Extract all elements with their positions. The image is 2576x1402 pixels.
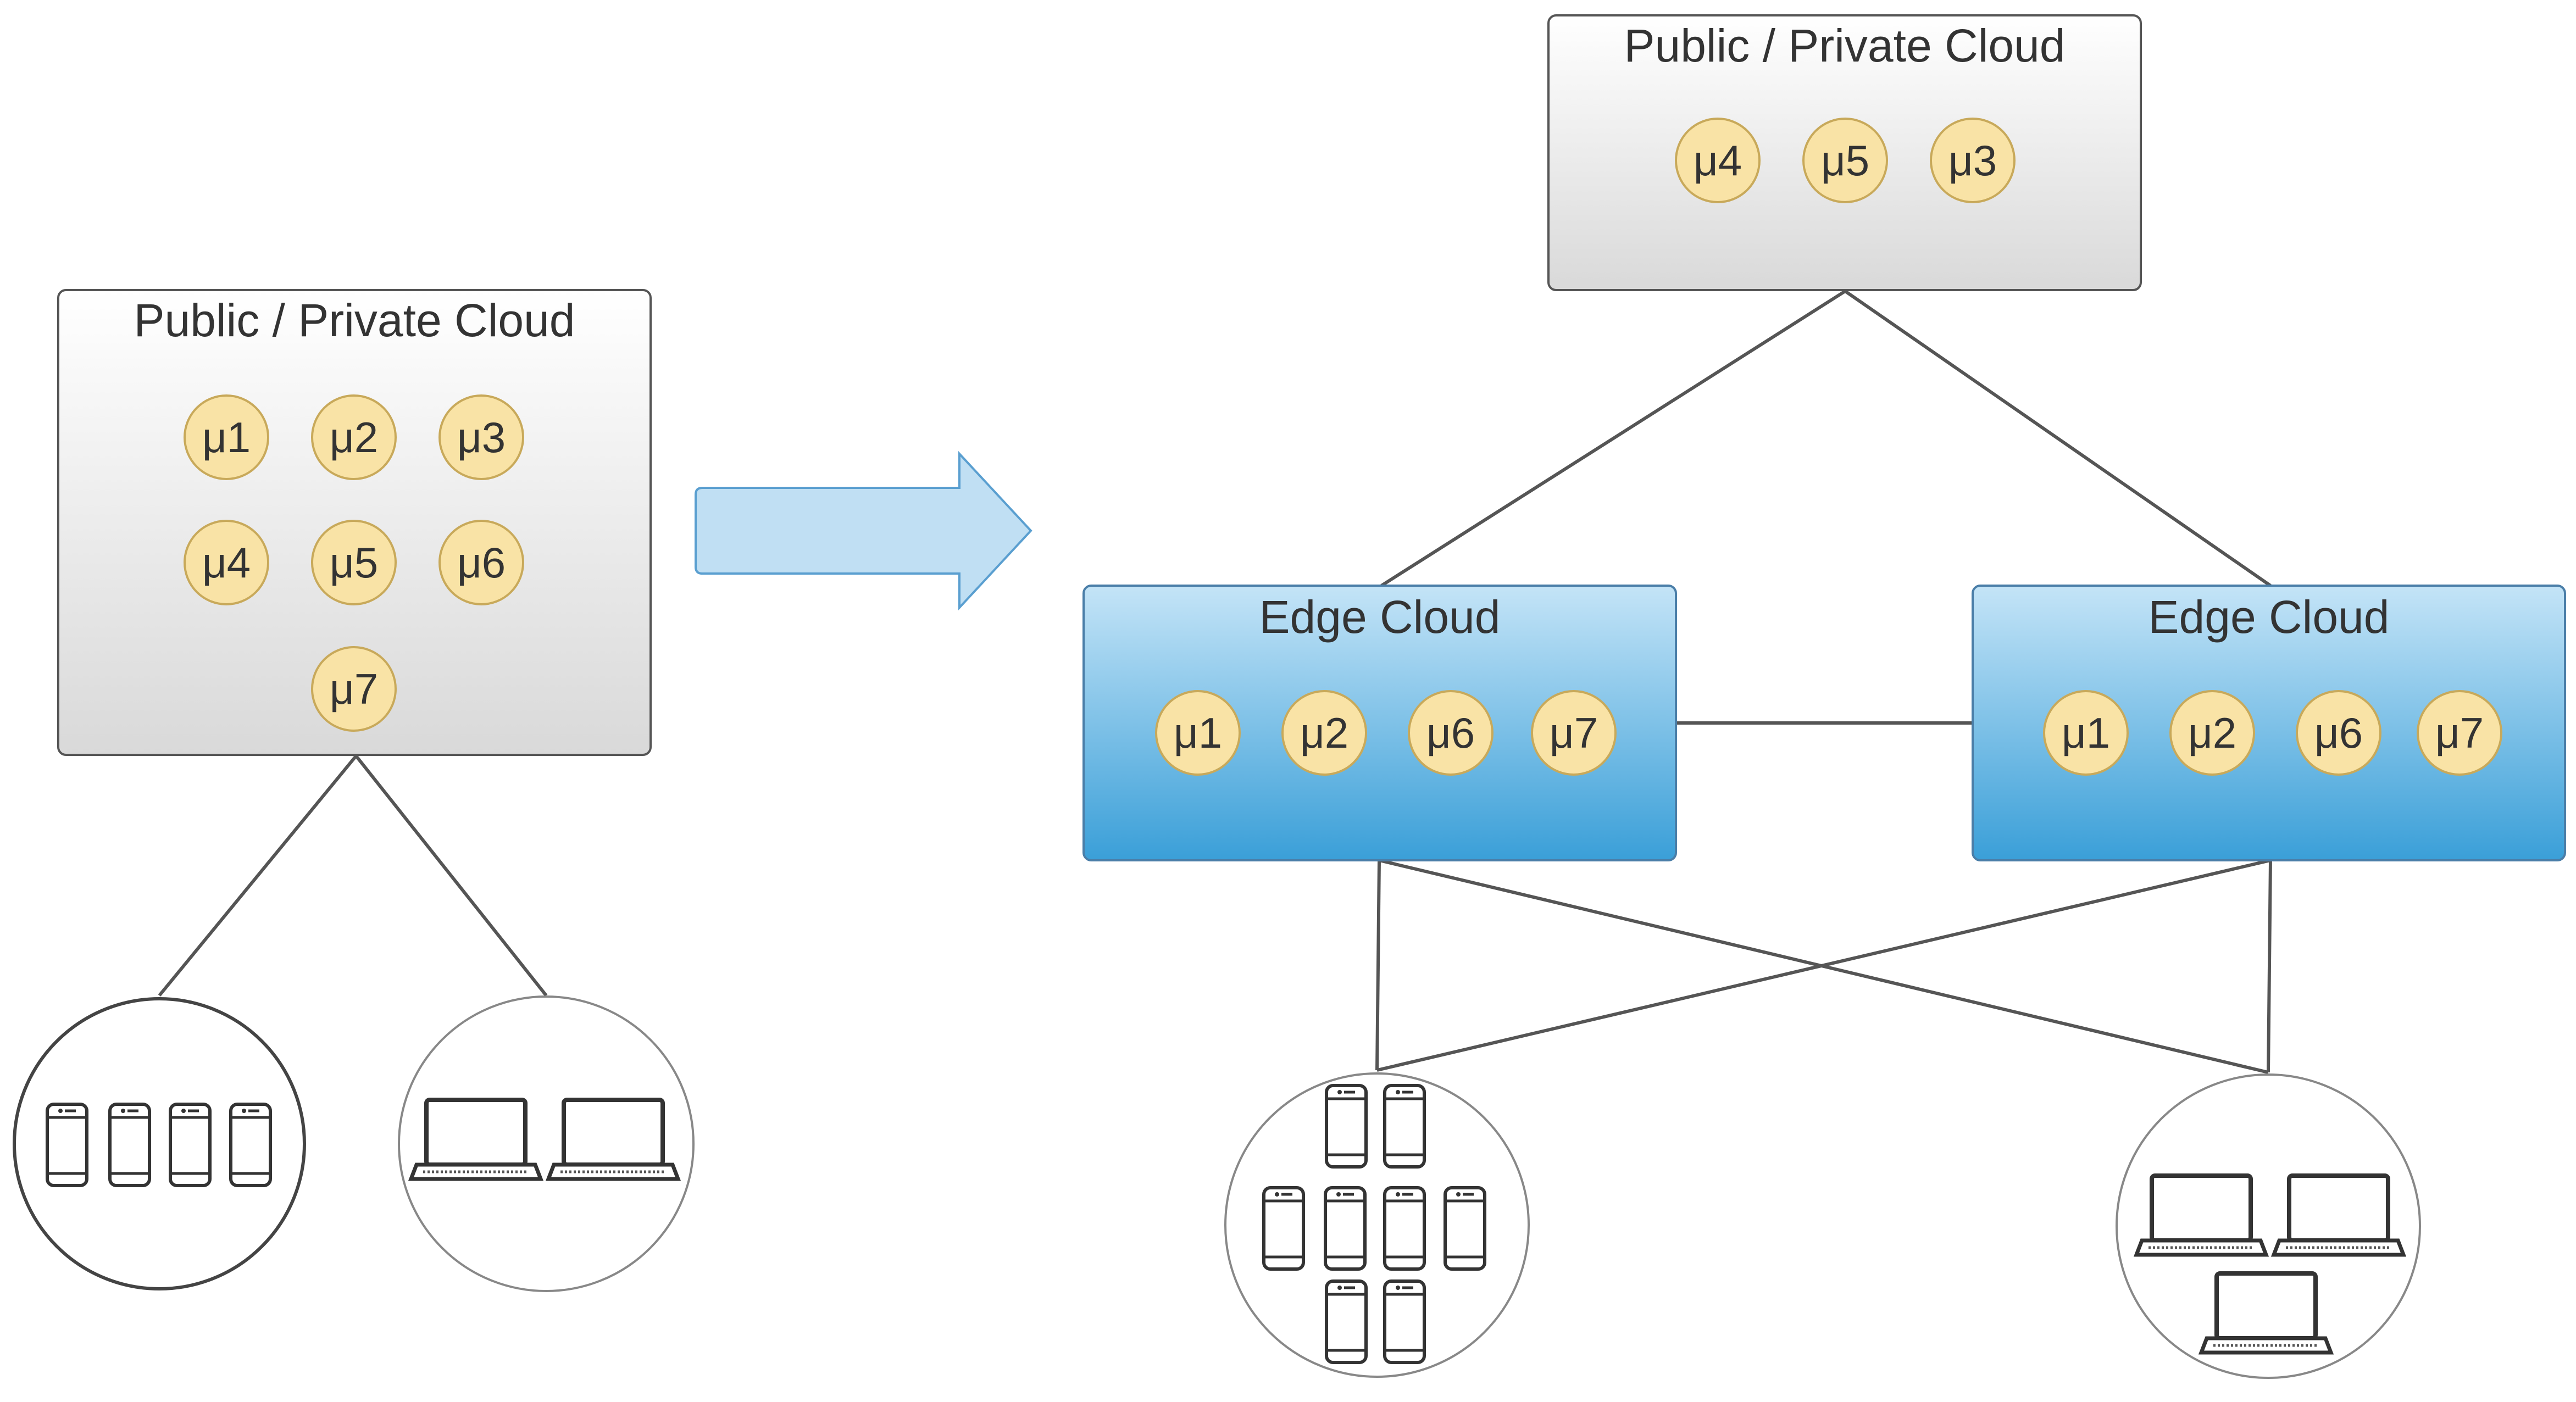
microservice-node: μ5 [1802, 118, 1888, 203]
microservice-node: μ6 [1408, 690, 1494, 776]
microservice-label: μ1 [202, 413, 251, 461]
link-left-cloud-phones [158, 755, 358, 997]
smartphone-icon [231, 1104, 270, 1186]
microservice-label: μ7 [330, 665, 378, 713]
microservice-node: μ3 [1930, 118, 2016, 203]
microservice-node: μ2 [1281, 690, 1367, 776]
microservice-label: μ7 [2435, 709, 2484, 757]
microservice-node: μ6 [2296, 690, 2381, 776]
connection-lines [158, 290, 2272, 1074]
microservice-label: μ1 [1174, 709, 1222, 757]
microservice-label: μ4 [1694, 136, 1742, 185]
microservice-node: μ3 [438, 394, 524, 480]
edge-cloud-left-box: Edge Cloud μ1 μ2 μ6 μ7 [1082, 585, 1677, 861]
microservice-node: μ7 [2417, 690, 2502, 776]
left-cloud-box: Public / Private Cloud μ1 μ2 μ3 μ4 μ5 [57, 289, 652, 756]
right-top-cloud-box: Public / Private Cloud μ4 μ5 μ3 [1547, 14, 2142, 291]
microservice-label: μ2 [2188, 709, 2236, 757]
link-edge-left-phones [1375, 860, 1381, 1071]
microservice-node: μ6 [438, 520, 524, 605]
microservice-label: μ5 [330, 538, 378, 587]
microservice-node: μ4 [1675, 118, 1761, 203]
smartphone-icon [1325, 1188, 1365, 1269]
microservice-node: μ2 [311, 394, 397, 480]
microservice-node: μ7 [1531, 690, 1617, 776]
link-edge-right-phones [1376, 859, 2271, 1072]
left-phones-group [13, 997, 306, 1290]
microservice-label: μ6 [1426, 709, 1475, 757]
laptop-icon [411, 1100, 541, 1179]
right-phones-group [1224, 1072, 1530, 1378]
laptop-icon [548, 1100, 678, 1179]
link-top-cloud-edge-left [1380, 290, 1846, 587]
edge-cloud-right-services: μ1 μ2 μ6 μ7 [2043, 690, 2502, 776]
link-edge-right-laptops [2267, 860, 2272, 1073]
microservice-label: μ2 [330, 413, 378, 461]
microservice-label: μ3 [1948, 136, 1997, 185]
microservice-label: μ7 [1550, 709, 1598, 757]
smartphone-icon [1385, 1281, 1424, 1362]
microservice-node: μ1 [2043, 690, 2129, 776]
right-laptops-group [2116, 1073, 2421, 1379]
microservice-label: μ3 [457, 413, 506, 461]
link-top-cloud-edge-right [1844, 290, 2272, 587]
edge-cloud-left-services: μ1 μ2 μ6 μ7 [1155, 690, 1617, 776]
microservice-node: μ7 [311, 646, 397, 732]
microservice-label: μ2 [1300, 709, 1348, 757]
microservice-label: μ6 [457, 538, 506, 587]
microservice-node: μ1 [184, 394, 269, 480]
link-left-cloud-laptops [354, 755, 548, 997]
microservice-node: μ5 [311, 520, 397, 605]
microservice-node: μ2 [2169, 690, 2255, 776]
smartphone-icon [170, 1104, 210, 1186]
microservice-node: μ1 [1155, 690, 1241, 776]
left-laptops-group [398, 995, 695, 1292]
left-cloud-services: μ1 μ2 μ3 μ4 μ5 μ6 [184, 394, 524, 732]
smartphone-icon [1385, 1086, 1424, 1167]
smartphone-icon [1264, 1188, 1303, 1269]
left-cloud-title: Public / Private Cloud [134, 294, 575, 346]
microservice-node: μ4 [184, 520, 269, 605]
microservice-label: μ1 [2062, 709, 2110, 757]
microservice-label: μ6 [2314, 709, 2363, 757]
right-top-cloud-services: μ4 μ5 μ3 [1675, 118, 2016, 203]
laptop-icon [2201, 1273, 2331, 1353]
edge-cloud-left-title: Edge Cloud [1259, 591, 1501, 643]
right-top-cloud-title: Public / Private Cloud [1624, 20, 2065, 71]
smartphone-icon [47, 1104, 87, 1186]
edge-cloud-right-box: Edge Cloud μ1 μ2 μ6 μ7 [1972, 585, 2566, 861]
microservice-label: μ5 [1821, 136, 1869, 185]
laptop-icon [2136, 1176, 2266, 1255]
smartphone-icon [1326, 1086, 1366, 1167]
smartphone-icon [1445, 1188, 1485, 1269]
laptop-icon [2274, 1176, 2403, 1255]
smartphone-icon [1326, 1281, 1366, 1362]
edge-cloud-right-title: Edge Cloud [2148, 591, 2390, 643]
microservice-label: μ4 [202, 538, 251, 587]
smartphone-icon [110, 1104, 149, 1186]
smartphone-icon [1385, 1188, 1424, 1269]
right-arrow-icon [695, 450, 1032, 611]
